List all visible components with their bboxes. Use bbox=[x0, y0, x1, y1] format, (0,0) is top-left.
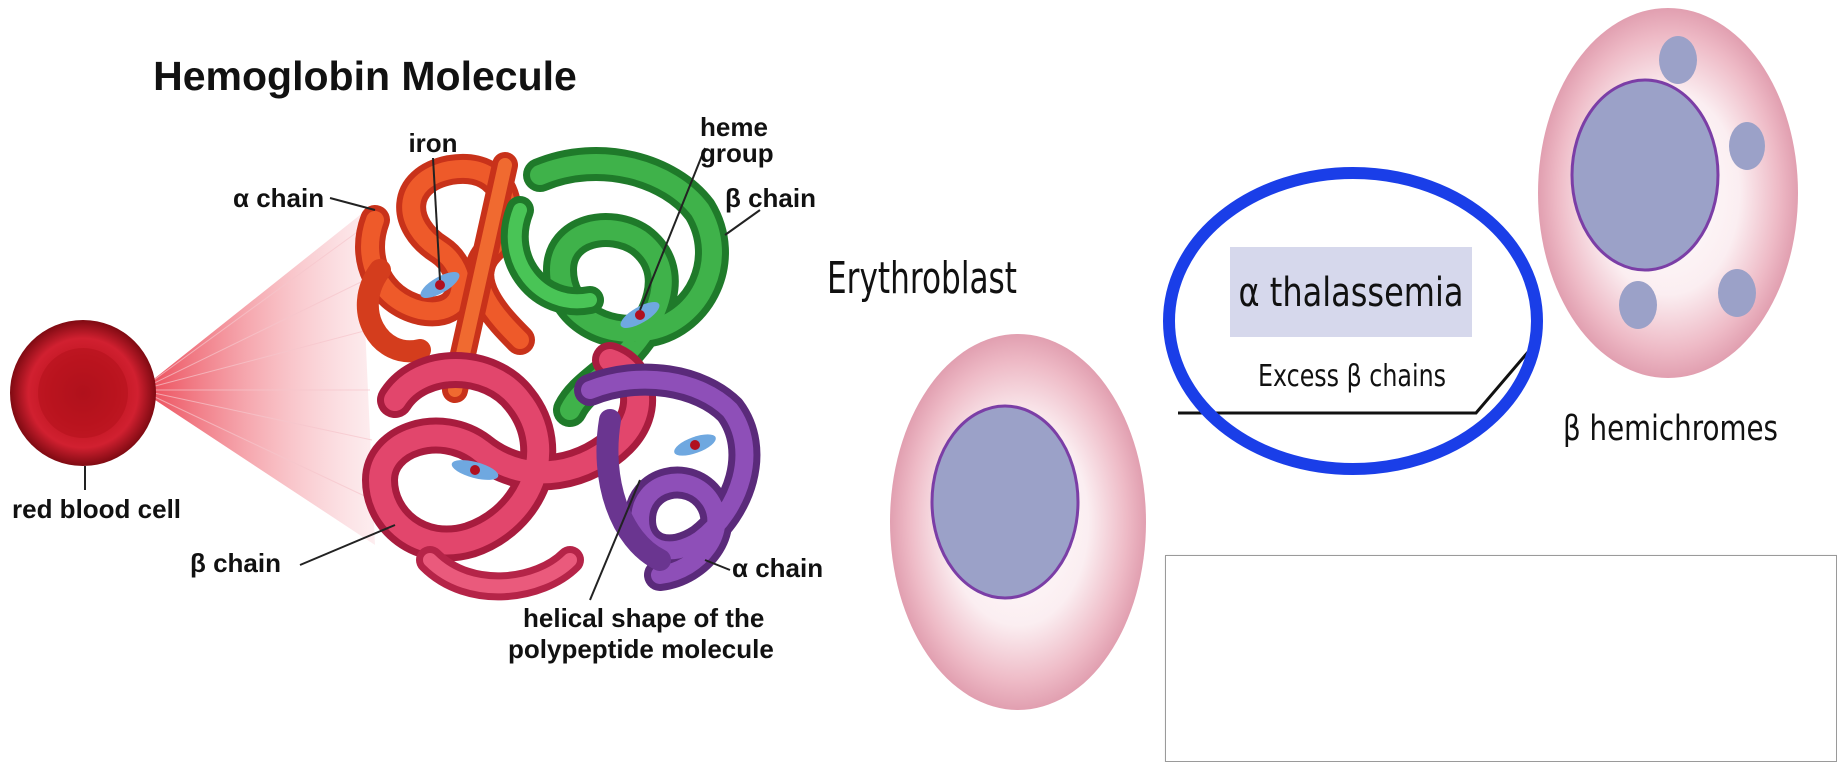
label-alpha-chain-top: α chain bbox=[233, 183, 324, 213]
condition-subtitle: Excess β chains bbox=[1258, 359, 1446, 394]
label-alpha-chain-bottom: α chain bbox=[732, 553, 823, 583]
erythroblast-nucleus bbox=[932, 406, 1078, 598]
rbc-center bbox=[38, 348, 128, 438]
label-helical-line1: helical shape of the bbox=[523, 603, 764, 633]
label-beta-hemichromes: β hemichromes bbox=[1563, 409, 1778, 449]
label-iron: iron bbox=[408, 128, 457, 158]
figure-title: Hemoglobin Molecule bbox=[153, 53, 577, 99]
label-beta-chain-top: β chain bbox=[725, 183, 816, 213]
label-helical-line2: polypeptide molecule bbox=[508, 634, 774, 664]
hemichrome-nucleus bbox=[1572, 80, 1718, 270]
label-group: group bbox=[700, 138, 774, 168]
empty-panel bbox=[1165, 555, 1837, 762]
label-erythroblast: Erythroblast bbox=[827, 253, 1017, 304]
condition-title: α thalassemia bbox=[1239, 270, 1464, 316]
hemoglobin-figure: Hemoglobin Molecule red blood cell bbox=[10, 53, 823, 664]
label-beta-chain-bottom: β chain bbox=[190, 548, 281, 578]
label-red-blood-cell: red blood cell bbox=[12, 494, 181, 524]
